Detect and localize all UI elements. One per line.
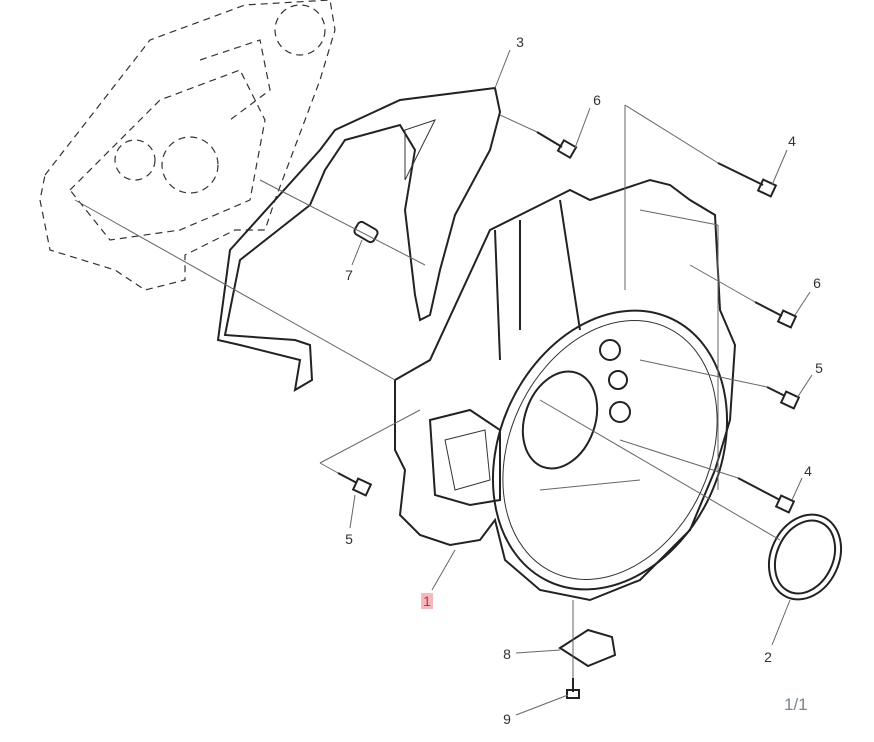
bolt-part-4-upper [717, 162, 778, 198]
bolt-part-5-right [766, 386, 801, 410]
bolt-part-5-left [337, 472, 373, 497]
engine-cover-outline [39, 0, 336, 291]
seal-ring-part-2 [768, 513, 842, 601]
flywheel-housing-part-1 [394, 178, 737, 602]
callout-1-highlighted[interactable]: 1 [421, 593, 433, 609]
callout-5-right[interactable]: 5 [815, 360, 823, 376]
callout-6-upper[interactable]: 6 [593, 92, 601, 108]
callout-5-left[interactable]: 5 [345, 531, 353, 547]
cover-plate-part-8 [558, 628, 617, 668]
callout-2[interactable]: 2 [764, 649, 772, 665]
gasket-part-3 [216, 86, 502, 392]
callout-4-upper[interactable]: 4 [788, 133, 796, 149]
callout-7[interactable]: 7 [345, 267, 353, 283]
bolt-part-4-lower [737, 477, 796, 514]
bolt-part-6-lower [754, 301, 798, 329]
callout-3[interactable]: 3 [516, 34, 524, 50]
callout-6-lower[interactable]: 6 [813, 275, 821, 291]
callout-4-lower[interactable]: 4 [804, 463, 812, 479]
callout-8[interactable]: 8 [503, 646, 511, 662]
bolt-part-6-upper [536, 131, 578, 160]
page-indicator: 1/1 [784, 695, 808, 714]
screw-part-9 [566, 678, 580, 699]
callout-9[interactable]: 9 [503, 711, 511, 727]
leader-lines [74, 49, 813, 716]
dowel-pin-part-7 [353, 220, 379, 244]
